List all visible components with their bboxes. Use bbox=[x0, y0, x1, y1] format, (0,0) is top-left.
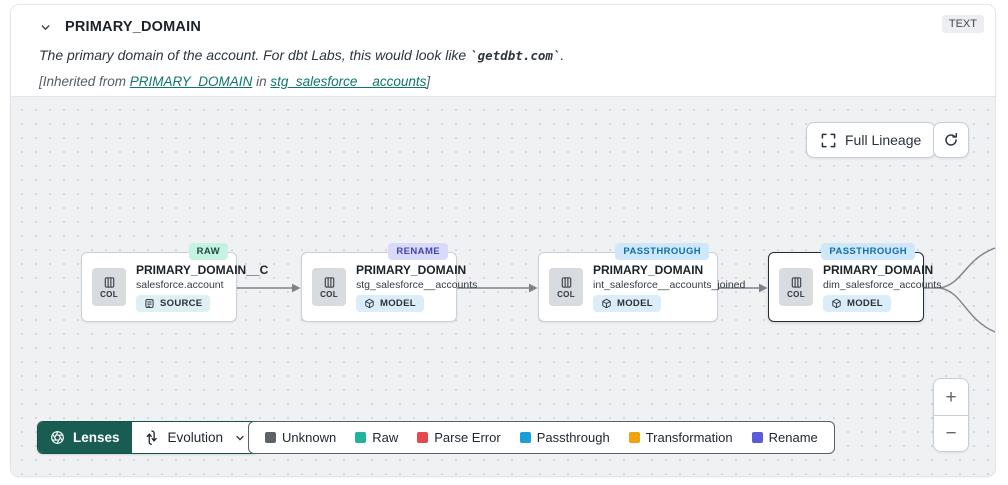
resource-type-label: MODEL bbox=[847, 297, 883, 309]
resource-type-badge: SOURCE bbox=[136, 294, 211, 312]
inherited-suffix: ] bbox=[426, 73, 431, 89]
legend-swatch-passthrough bbox=[519, 432, 531, 443]
node-body: PRIMARY_DOMAIN int_salesforce__accounts_… bbox=[593, 262, 745, 312]
inherited-infix: in bbox=[252, 73, 271, 89]
resource-type-label: MODEL bbox=[380, 297, 416, 309]
column-chip-label: COL bbox=[320, 289, 338, 299]
chevron-down-icon bbox=[234, 432, 246, 444]
collapse-toggle[interactable] bbox=[39, 21, 52, 34]
edge-status-legend: Unknown Raw Parse Error Passthrough Tran… bbox=[248, 421, 835, 454]
column-name: PRIMARY_DOMAIN bbox=[356, 262, 467, 277]
inherited-model-link[interactable]: stg_salesforce__accounts bbox=[270, 73, 427, 89]
lineage-node-stg-salesforce-accounts[interactable]: RENAME COL PRIMARY_DOMAIN stg_salesforce… bbox=[301, 243, 477, 322]
lineage-canvas[interactable]: Full Lineage RAW COL PRIMARY_DOMAIN__C s… bbox=[11, 96, 995, 476]
lens-dropdown[interactable]: Evolution bbox=[131, 422, 259, 453]
fullscreen-icon bbox=[821, 133, 836, 147]
zoom-out-button[interactable]: − bbox=[934, 415, 968, 451]
columns-icon bbox=[561, 276, 571, 288]
chevron-down-icon bbox=[41, 24, 50, 30]
legend-swatch-parse-error bbox=[417, 432, 429, 443]
column-name: PRIMARY_DOMAIN bbox=[823, 262, 934, 277]
column-name: PRIMARY_DOMAIN bbox=[593, 262, 704, 277]
edge-status-badge: PASSTHROUGH bbox=[821, 243, 915, 260]
column-chip: COL bbox=[549, 268, 583, 306]
model-icon bbox=[602, 298, 611, 308]
legend-item: Transformation bbox=[628, 430, 733, 445]
column-chip: COL bbox=[312, 268, 346, 306]
column-chip-label: COL bbox=[100, 289, 118, 299]
description-text: The primary domain of the account. For d… bbox=[39, 47, 471, 63]
model-icon bbox=[365, 298, 374, 308]
lineage-node-salesforce-account[interactable]: RAW COL PRIMARY_DOMAIN__C salesforce.acc… bbox=[81, 243, 268, 322]
lineage-node-int-salesforce-accounts-joined[interactable]: PASSTHROUGH COL PRIMARY_DOMAIN int_sales… bbox=[538, 243, 745, 322]
resource-type-badge: MODEL bbox=[823, 294, 891, 312]
legend-item: Raw bbox=[355, 430, 398, 445]
source-icon bbox=[145, 298, 154, 308]
model-name: dim_salesforce_accounts bbox=[823, 278, 942, 291]
columns-icon bbox=[104, 276, 114, 288]
inherited-column-link[interactable]: PRIMARY_DOMAIN bbox=[129, 73, 253, 89]
legend-item: Rename bbox=[751, 430, 818, 445]
legend-item: Parse Error bbox=[417, 430, 501, 445]
edge-status-badge: PASSTHROUGH bbox=[615, 243, 709, 260]
columns-icon bbox=[324, 276, 334, 288]
description-suffix: . bbox=[560, 47, 565, 63]
lineage-node-dim-salesforce-accounts[interactable]: PASSTHROUGH COL PRIMARY_DOMAIN dim_sales… bbox=[768, 243, 941, 322]
column-header: PRIMARY_DOMAIN TEXT The primary domain o… bbox=[11, 5, 995, 96]
legend-item: Unknown bbox=[265, 430, 336, 445]
description-code: `getdbt.com` bbox=[470, 48, 561, 63]
resource-type-badge: MODEL bbox=[593, 294, 661, 312]
lens-selected-label: Evolution bbox=[167, 430, 224, 445]
column-description: The primary domain of the account. For d… bbox=[39, 47, 981, 65]
inherited-note: [Inherited from PRIMARY_DOMAIN in stg_sa… bbox=[39, 74, 981, 89]
column-chip-label: COL bbox=[557, 289, 575, 299]
column-chip-label: COL bbox=[787, 289, 805, 299]
legend-label: Parse Error bbox=[434, 430, 501, 445]
column-chip: COL bbox=[779, 268, 813, 306]
data-type-badge: TEXT bbox=[941, 15, 984, 33]
model-name: salesforce.account bbox=[136, 278, 224, 291]
model-icon bbox=[832, 298, 841, 308]
legend-label: Raw bbox=[372, 430, 399, 445]
legend-label: Transformation bbox=[645, 430, 733, 445]
edge-status-badge: RAW bbox=[188, 243, 228, 260]
zoom-controls: + − bbox=[933, 378, 969, 452]
resource-type-label: MODEL bbox=[617, 297, 653, 309]
evolution-icon bbox=[146, 430, 157, 445]
legend-label: Passthrough bbox=[536, 430, 610, 445]
title-row: PRIMARY_DOMAIN bbox=[39, 16, 981, 38]
node-body: PRIMARY_DOMAIN stg_salesforce__accounts … bbox=[356, 263, 477, 312]
refresh-icon bbox=[945, 132, 958, 146]
aperture-icon bbox=[51, 431, 64, 444]
column-chip: COL bbox=[92, 268, 126, 306]
edge-status-badge: RENAME bbox=[388, 243, 448, 260]
page-title: PRIMARY_DOMAIN bbox=[65, 19, 201, 35]
model-name: int_salesforce__accounts_joined bbox=[593, 278, 746, 291]
model-name: stg_salesforce__accounts bbox=[356, 278, 478, 291]
zoom-in-button[interactable]: + bbox=[934, 379, 968, 415]
legend-label: Rename bbox=[768, 430, 818, 445]
refresh-button[interactable] bbox=[933, 122, 969, 158]
legend-swatch-rename bbox=[751, 432, 763, 443]
legend-swatch-unknown bbox=[265, 432, 276, 443]
inherited-prefix: [Inherited from bbox=[39, 73, 130, 89]
lenses-button[interactable]: Lenses bbox=[38, 422, 132, 453]
lenses-label: Lenses bbox=[73, 430, 120, 445]
legend-label: Unknown bbox=[282, 430, 337, 445]
resource-type-badge: MODEL bbox=[356, 294, 424, 312]
full-lineage-label: Full Lineage bbox=[845, 132, 922, 148]
column-name: PRIMARY_DOMAIN__C bbox=[136, 262, 269, 277]
columns-icon bbox=[791, 276, 801, 288]
node-body: PRIMARY_DOMAIN dim_salesforce_accounts M… bbox=[823, 263, 941, 312]
legend-item: Passthrough bbox=[519, 430, 610, 445]
column-details-card: PRIMARY_DOMAIN TEXT The primary domain o… bbox=[10, 4, 996, 477]
legend-swatch-raw bbox=[355, 432, 367, 443]
legend-swatch-transformation bbox=[628, 432, 640, 443]
full-lineage-button[interactable]: Full Lineage bbox=[806, 122, 937, 158]
lens-controls: Lenses Evolution bbox=[37, 421, 260, 454]
node-body: PRIMARY_DOMAIN__C salesforce.account SOU… bbox=[136, 263, 268, 312]
resource-type-label: SOURCE bbox=[160, 297, 203, 309]
